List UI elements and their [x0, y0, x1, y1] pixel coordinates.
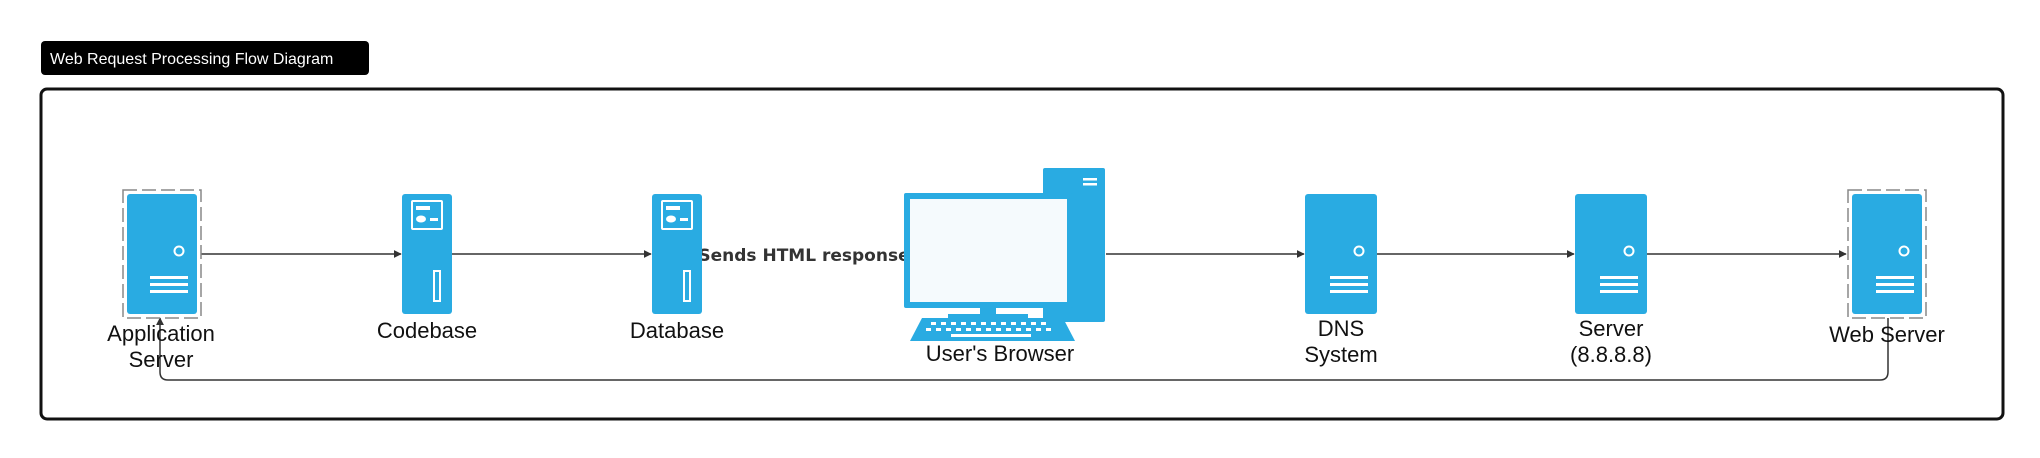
diagram-frame — [39, 87, 2005, 421]
node-server-8888[interactable]: Server (8.8.8.8) — [1570, 194, 1652, 367]
node-database[interactable]: Database — [630, 194, 724, 343]
title-background — [41, 41, 369, 75]
node-label: Database — [630, 318, 724, 343]
desktop-computer-icon — [904, 168, 1105, 341]
selection-outline — [1847, 189, 1927, 319]
server-icon — [1852, 194, 1922, 314]
file-server-icon — [402, 194, 452, 314]
node-web-server[interactable]: Web Server — [1829, 189, 1945, 347]
node-codebase[interactable]: Codebase — [377, 194, 477, 343]
node-label: Web Server — [1829, 322, 1945, 347]
edge-web-to-app — [156, 317, 1889, 381]
node-application-server[interactable]: Application Server — [107, 189, 215, 372]
node-dns-system[interactable]: DNS System — [1304, 194, 1378, 367]
diagram-title-badge: Web Request Processing Flow Diagram — [41, 41, 369, 75]
node-users-browser[interactable]: User's Browser — [904, 168, 1105, 366]
monitor-screen — [910, 199, 1067, 302]
node-label-line-2: (8.8.8.8) — [1570, 342, 1652, 367]
file-server-icon — [652, 194, 702, 314]
node-label: Codebase — [377, 318, 477, 343]
edge-label-background — [704, 242, 904, 268]
edge-label-sends-html: Sends HTML response — [698, 246, 909, 266]
node-label-line-2: System — [1304, 342, 1377, 367]
node-label-line-2: Server — [129, 347, 194, 372]
server-icon — [1305, 194, 1377, 314]
server-icon — [127, 194, 197, 314]
node-label-line-1: Server — [1579, 316, 1644, 341]
node-label-line-1: DNS — [1318, 316, 1364, 341]
node-label: User's Browser — [926, 341, 1074, 366]
selection-outline — [122, 189, 202, 319]
diagram-title: Web Request Processing Flow Diagram — [50, 51, 333, 68]
node-label-line-1: Application — [107, 321, 215, 346]
server-icon — [1575, 194, 1647, 314]
